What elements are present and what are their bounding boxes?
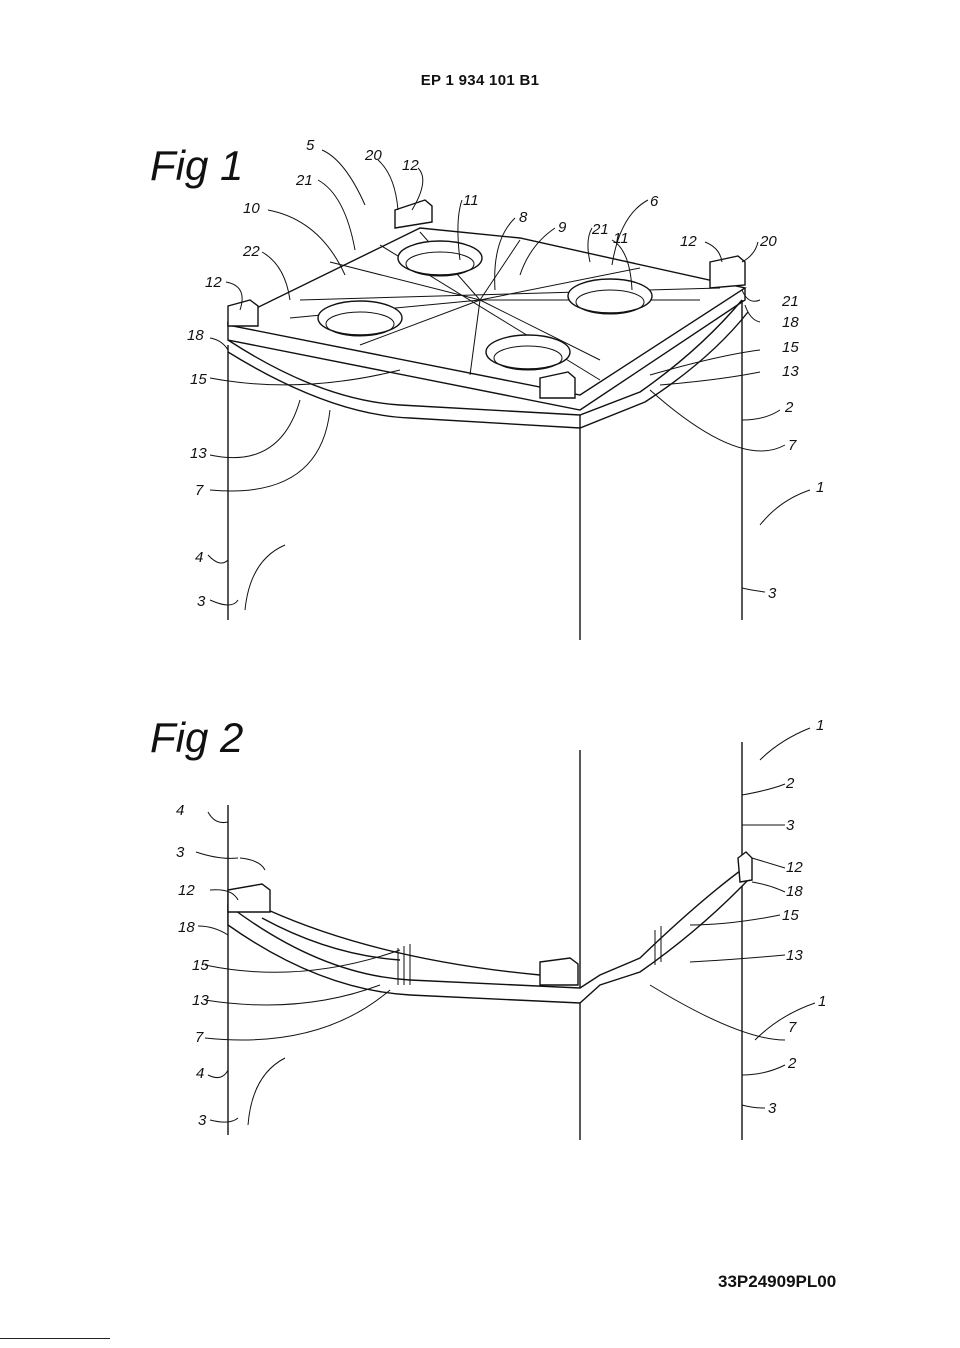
figure-1-title: Fig 1 (150, 142, 244, 189)
ref-label: 18 (178, 919, 195, 936)
ref-label: 11 (463, 192, 479, 209)
ref-label: 1 (816, 479, 824, 496)
ref-label: 21 (295, 172, 313, 189)
divider (0, 1338, 110, 1339)
patent-number: EP 1 934 101 B1 (420, 72, 540, 89)
figure-2-drawing: 1 2 4 3 3 12 12 18 18 15 15 13 13 1 7 7 … (176, 717, 826, 1140)
ref-label: 13 (782, 363, 799, 380)
ref-label: 12 (402, 157, 419, 174)
ref-label: 3 (176, 844, 185, 861)
ref-label: 4 (196, 1065, 204, 1082)
ref-label: 21 (781, 293, 799, 310)
ref-label: 12 (205, 274, 222, 291)
ref-label: 1 (816, 717, 824, 734)
ref-label: 7 (788, 437, 797, 454)
ref-label: 15 (782, 339, 799, 356)
figure-1-drawing: 5 20 12 21 10 11 8 9 21 6 11 12 20 22 12… (187, 137, 824, 640)
ref-label: 3 (197, 593, 206, 610)
ref-label: 13 (192, 992, 209, 1009)
ref-label: 7 (788, 1019, 797, 1036)
ref-label: 12 (786, 859, 803, 876)
ref-label: 6 (650, 193, 659, 210)
ref-label: 2 (787, 1055, 797, 1072)
ref-label: 12 (680, 233, 697, 250)
ref-label: 18 (782, 314, 799, 331)
ref-label: 3 (768, 585, 777, 602)
ref-label: 1 (818, 993, 826, 1010)
ref-label: 7 (195, 482, 204, 499)
ref-label: 10 (243, 200, 260, 217)
ref-label: 2 (784, 399, 794, 416)
ref-label: 20 (759, 233, 777, 250)
ref-label: 5 (306, 137, 315, 154)
ref-label: 15 (190, 371, 207, 388)
ref-label: 15 (192, 957, 209, 974)
ref-label: 8 (519, 209, 528, 226)
ref-label: 13 (190, 445, 207, 462)
ref-label: 3 (198, 1112, 207, 1129)
ref-label: 20 (364, 147, 382, 164)
ref-label: 4 (195, 549, 203, 566)
ref-label: 18 (187, 327, 204, 344)
ref-label: 22 (242, 243, 260, 260)
ref-label: 11 (613, 230, 629, 247)
ref-label: 21 (591, 221, 609, 238)
ref-label: 3 (768, 1100, 777, 1117)
ref-label: 12 (178, 882, 195, 899)
figure-2-title: Fig 2 (150, 714, 244, 761)
ref-label: 4 (176, 802, 184, 819)
ref-label: 13 (786, 947, 803, 964)
ref-label: 18 (786, 883, 803, 900)
ref-label: 9 (558, 219, 567, 236)
ref-label: 2 (785, 775, 795, 792)
ref-label: 7 (195, 1029, 204, 1046)
document-code: 33P24909PL00 (718, 1272, 837, 1291)
ref-label: 3 (786, 817, 795, 834)
ref-label: 15 (782, 907, 799, 924)
